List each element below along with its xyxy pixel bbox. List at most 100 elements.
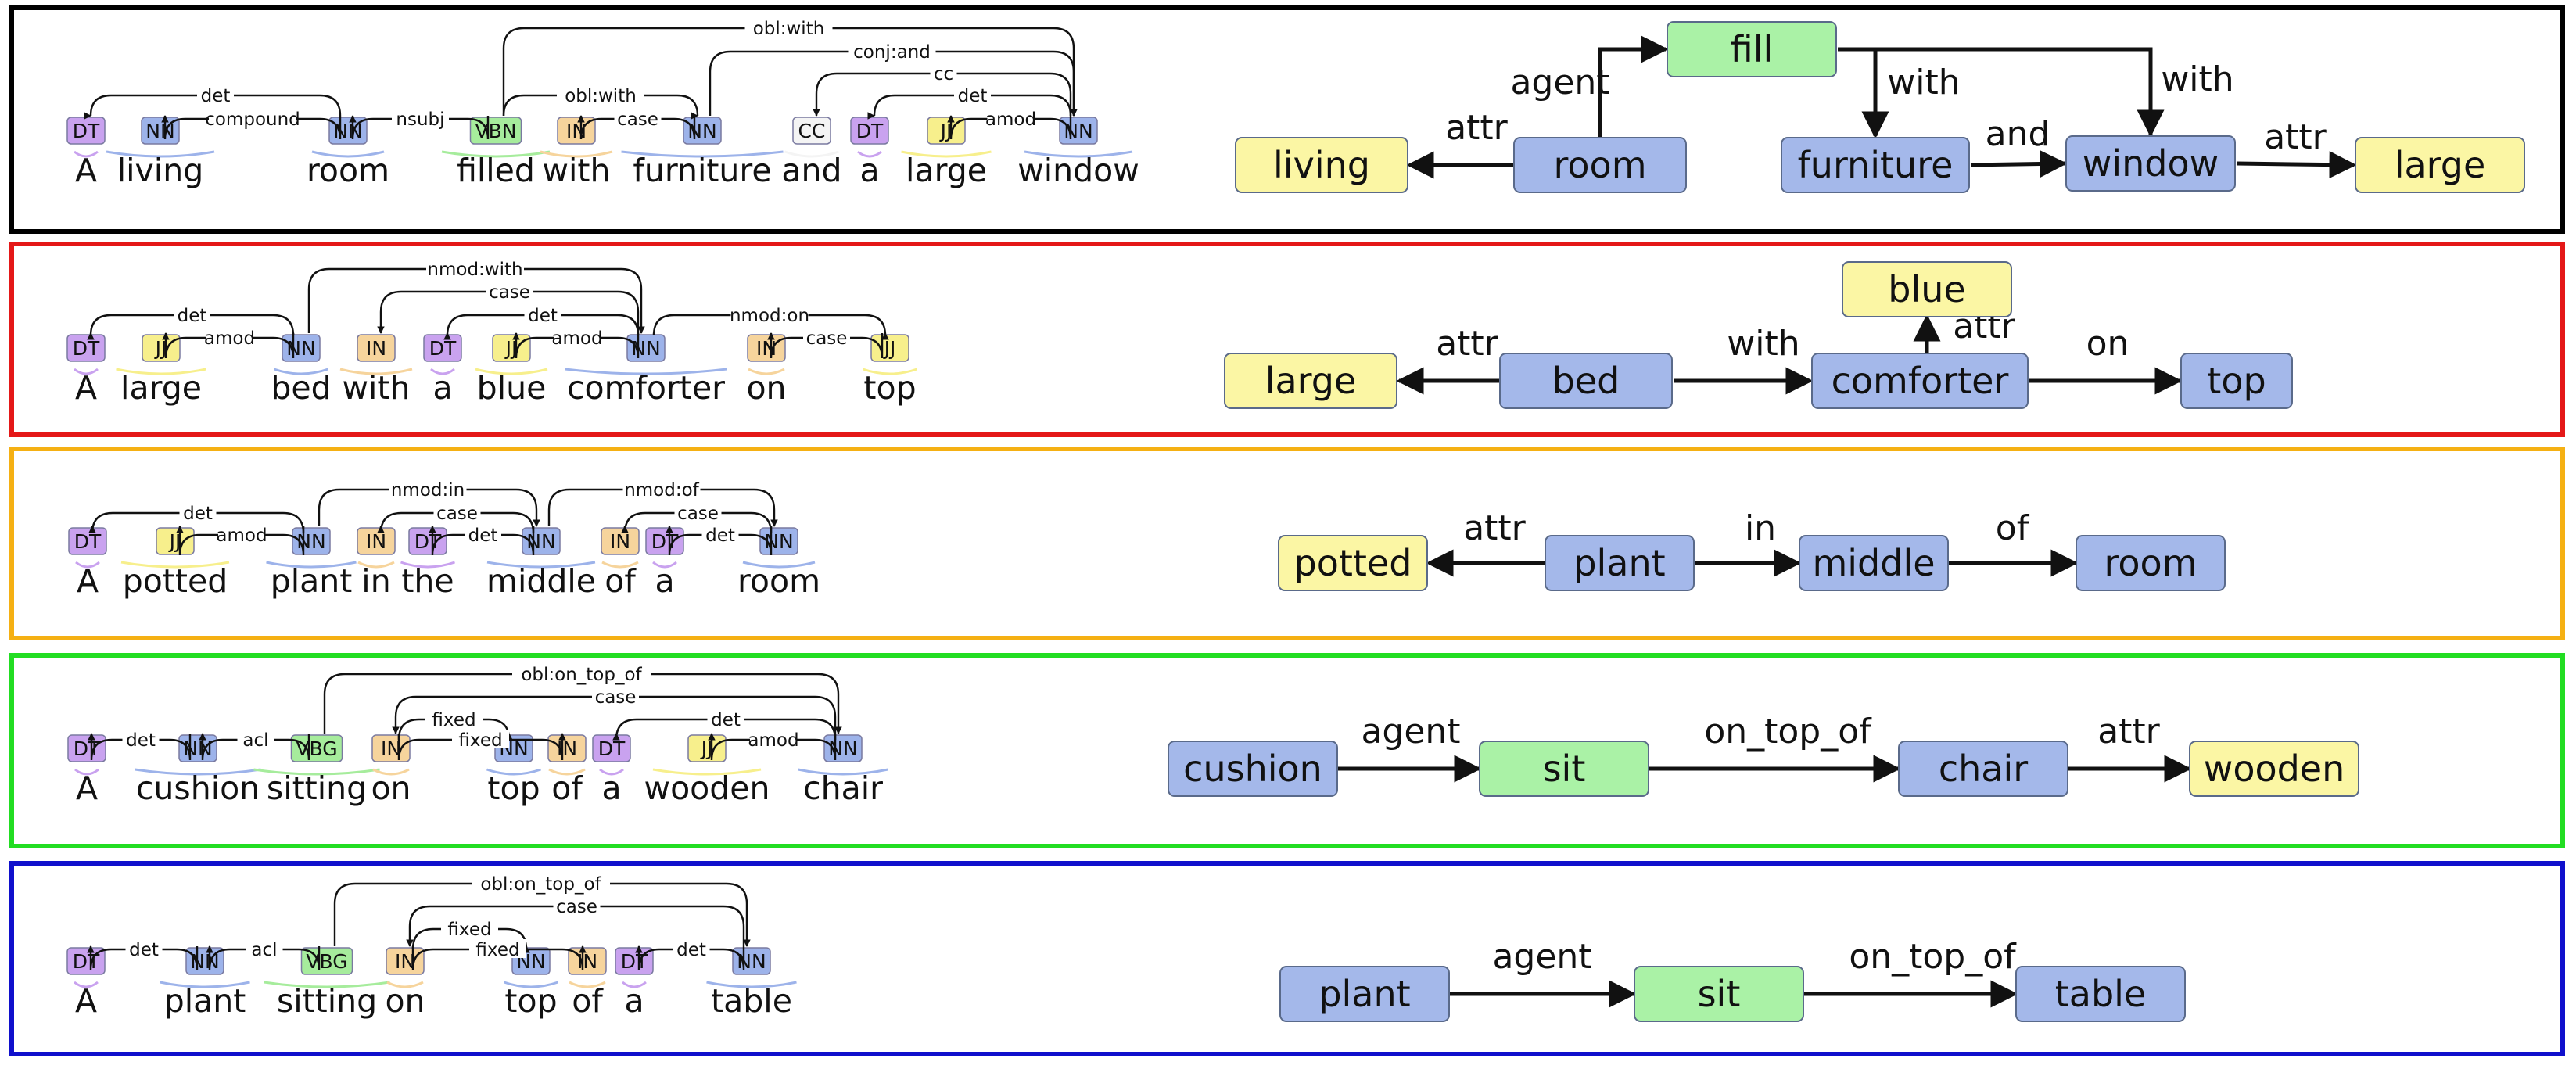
pos-tag-box [687,734,727,762]
panel-5: DTANNplantVBGsittingINonNNtopINofDTaNNta… [9,861,2565,1056]
edge-arrow [1970,150,2068,178]
panel-2: DTAJJlargeNNbedINwithDTaJJblueNNcomforte… [9,242,2565,437]
graph-edge: agent [1450,937,1637,1008]
token-word: top [487,769,540,807]
token: DTA [66,117,106,189]
arc-label-bg [441,919,498,938]
arc-label-bg [930,63,957,82]
node-box [2355,137,2525,193]
arc-label: det [711,710,741,730]
node-label: sit [1543,748,1586,790]
panel-1: DTANNlivingNNroomVBNfilledINwithNNfurnit… [9,5,2565,234]
panel-3: DTAJJpottedNNplantINinDTtheNNmiddleINofD… [9,447,2565,640]
pos-tag-box [592,734,631,762]
pos-tag-box [423,334,462,362]
graph-node-entity: comforter [1811,353,2029,409]
arc-label: det [201,86,231,106]
node-label: plant [1318,973,1410,1015]
pos-tag-box [492,334,531,362]
panel-border [9,861,2565,1056]
node-label: table [2055,973,2147,1015]
token-brace [74,150,99,158]
dependency-arc: det [87,305,295,340]
node-box [1799,535,1949,591]
arc-label-bg [701,525,739,543]
graph-edge: attr [1426,508,1545,577]
pos-tag: DT [74,737,101,760]
dependency-arc: amod [708,730,837,761]
pos-tag: IN [566,120,587,142]
graph-node-entity: plant [1279,966,1450,1022]
dependency-arc: det [612,709,837,741]
arc-label-bg [622,479,701,498]
token-brace [266,561,357,569]
arc-label: case [489,282,530,303]
arc-label-bg [433,503,481,522]
arc-label: case [595,687,637,708]
node-box [1781,137,1970,193]
node-label: room [2104,542,2197,584]
token-brace [548,768,586,776]
token-word: sitting [267,769,367,807]
token-brace [120,561,230,569]
token-brace [274,368,328,375]
node-box [1499,353,1673,409]
token-brace [742,561,816,569]
node-label: wooden [2204,748,2345,790]
dependency-arc: det [429,525,535,556]
node-box [2180,353,2293,409]
token-brace [863,368,917,375]
dependency-arc: amod [176,525,305,556]
token-word: comforter [567,369,725,407]
arc-label: obl:on_top_of [521,665,642,685]
token-word: large [906,152,987,189]
graph-node-entity: plant [1545,535,1695,591]
token-word: large [120,369,202,407]
graph-node-entity: top [2180,353,2293,409]
token-brace [75,561,100,569]
arc-label-bg [206,328,253,346]
pos-tag: DT [429,337,457,360]
pos-tag: NN [687,120,716,142]
pos-tag: IN [577,950,597,973]
graph-node-action: sit [1479,741,1649,797]
graph-node-attr: blue [1842,261,2012,317]
arc-label: case [677,504,719,524]
pos-tag: NN [764,530,793,553]
dependency-arc: compound [161,109,342,140]
edge-label: with [2161,59,2233,99]
edge-label: in [1745,508,1776,548]
node-box [1667,21,1837,77]
token-brace [540,150,613,158]
pos-tag-box [386,947,425,975]
dependency-arc: obl:with [502,18,1078,117]
pos-tag: IN [610,530,630,553]
edge-label: on [2086,324,2129,364]
graph-edge: agent [1510,35,1669,138]
arc-label: nmod:on [730,306,809,326]
token-brace [339,368,413,375]
dependency-arc: obl:with [502,85,701,117]
token: DTA [66,947,106,1020]
token-word: filled [457,152,535,189]
graph-node-entity: chair [1898,741,2068,797]
edge-label: with [1887,63,1960,102]
dependency-arc: det [666,525,773,556]
arc-label: det [129,940,159,960]
pos-tag-box [357,527,396,555]
token-word: with [343,369,411,407]
token-brace [748,368,785,375]
dependency-arc: fixed [411,939,587,970]
arc-label-bg [512,664,651,683]
